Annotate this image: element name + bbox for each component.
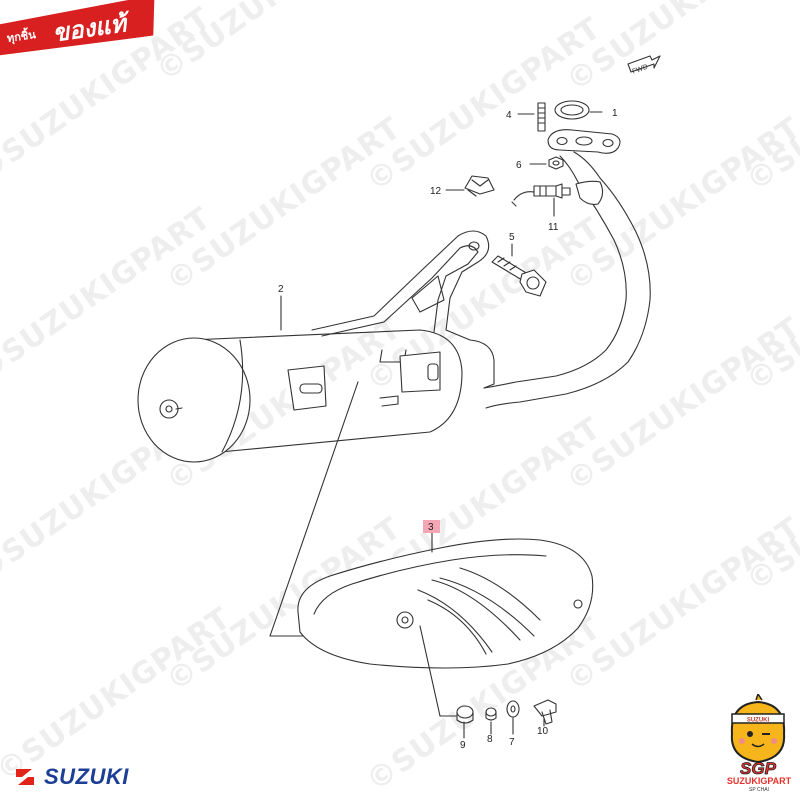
mascot-letters: SGP — [740, 759, 777, 778]
suzuki-s-icon — [16, 769, 34, 785]
bolt-part — [491, 255, 547, 297]
callout-7[interactable]: 7 — [509, 737, 515, 748]
spacer-part — [506, 700, 520, 718]
exhaust-pipe — [483, 151, 651, 409]
forward-arrow-icon: FWD — [627, 55, 661, 76]
callout-11[interactable]: 11 — [548, 222, 559, 233]
clip-part — [464, 175, 495, 197]
callout-5[interactable]: 5 — [509, 232, 515, 243]
suzuki-logo: SUZUKI — [12, 764, 129, 790]
mascot-logo-icon: SUZUKI SGP — [730, 694, 786, 778]
heat-shield-part — [297, 538, 594, 717]
mascot-headband-text: SUZUKI — [747, 718, 770, 724]
gasket-part — [554, 100, 590, 120]
mascot-brand-text: SUZUKIGPART — [726, 776, 792, 786]
callout-12[interactable]: 12 — [430, 186, 442, 197]
screw-part — [533, 699, 557, 725]
callout-6[interactable]: 6 — [516, 160, 522, 171]
callout-1[interactable]: 1 — [612, 108, 618, 119]
callout-highlight — [423, 520, 440, 533]
exhaust-flange-part — [547, 129, 621, 154]
callout-8[interactable]: 8 — [487, 734, 493, 745]
muffler-bracket — [311, 230, 495, 393]
o2-sensor-part — [511, 183, 571, 207]
callout-9[interactable]: 9 — [460, 740, 466, 751]
nut-part — [548, 156, 564, 170]
callout-4[interactable]: 4 — [506, 110, 512, 121]
stud-bolt-part — [537, 102, 546, 132]
collar-part — [456, 705, 474, 724]
callout-2[interactable]: 2 — [278, 284, 284, 295]
muffler-part — [137, 329, 463, 463]
brand-name: SUZUKI — [44, 764, 129, 789]
mascot-sub-text: SP CHAI — [749, 787, 769, 793]
callout-3[interactable]: 3 — [428, 522, 434, 533]
washer-part — [485, 707, 497, 721]
callout-10[interactable]: 10 — [537, 726, 549, 737]
